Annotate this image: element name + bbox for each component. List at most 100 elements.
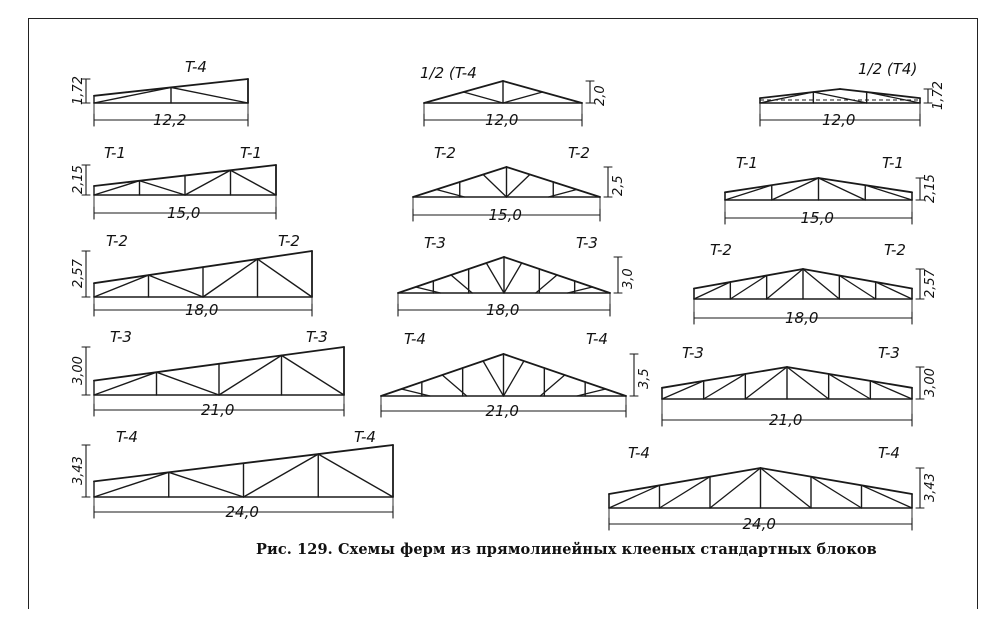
diagonal-member [759, 467, 812, 509]
truss-block-label: T-4 [628, 444, 650, 462]
diagonal-member [802, 268, 840, 300]
diagonal-member [786, 366, 830, 400]
diagonal-member [202, 258, 259, 298]
diagonal-member [400, 388, 431, 397]
span-dimension-label: 15,0 [167, 204, 200, 222]
top-chord [661, 366, 788, 389]
span-dimension-label: 18,0 [486, 301, 519, 319]
top-chord [693, 268, 804, 290]
diagonal-member [482, 360, 505, 397]
truss-block-label: T-1 [882, 154, 904, 172]
truss-block-label: T-4 [404, 330, 426, 348]
diagonal-member [138, 180, 186, 196]
diagonal-member [242, 453, 319, 498]
diagonal-member [709, 467, 762, 509]
diagonal-member [812, 91, 868, 104]
figure-caption: Рис. 129. Схемы ферм из прямолинейных кл… [256, 541, 877, 558]
height-dimension-label: 1,72 [71, 76, 86, 105]
diagonal-member [415, 286, 442, 294]
diagonal-member [502, 360, 525, 397]
diagonal-member [485, 262, 505, 294]
diagonal-member [535, 274, 558, 294]
diagonal-member [864, 184, 913, 201]
diagonal-member [280, 354, 345, 396]
diagonal-member [441, 374, 468, 397]
truss-block-label: T-3 [878, 344, 900, 362]
diagonal-member [866, 91, 921, 104]
diagonal-member [608, 484, 661, 509]
top-chord [608, 467, 762, 495]
truss-scheme-a2: 12,02,01/2 (T-4 [420, 64, 608, 129]
truss-scheme-a1: 12,21,72T-4 [71, 58, 249, 129]
height-dimension-label: 2,57 [923, 268, 938, 298]
diagonal-member [218, 354, 283, 396]
diagonal-member [317, 453, 394, 498]
truss-block-label: T-1 [240, 144, 262, 162]
truss-block-label: T-3 [682, 344, 704, 362]
diagonal-member [759, 91, 814, 104]
span-dimension-label: 18,0 [185, 301, 218, 319]
span-dimension-label: 15,0 [489, 206, 522, 224]
diagonal-member [93, 180, 141, 196]
height-dimension-label: 3,43 [923, 473, 938, 502]
diagonal-member [875, 281, 913, 300]
diagonal-member [817, 177, 866, 201]
diagonal-member [435, 188, 466, 198]
diagonal-member [658, 476, 711, 509]
diagonal-member [93, 274, 150, 298]
diagonal-member [256, 258, 313, 298]
height-dimension-label: 2,57 [71, 258, 86, 288]
truss-block-label: T-4 [354, 428, 376, 446]
span-dimension-label: 12,0 [822, 111, 855, 129]
height-dimension-label: 3,5 [637, 368, 652, 389]
height-dimension-label: 2,15 [923, 174, 938, 203]
truss-scheme-d2: 21,0 3,5 T-4 T-4 [380, 330, 652, 420]
diagonal-member [229, 169, 277, 196]
diagonal-member [155, 371, 220, 396]
height-dimension-label: 3,0 [621, 268, 636, 289]
truss-block-label: T-4 [185, 58, 207, 76]
diagonal-member [860, 484, 913, 509]
diagonal-member [462, 91, 504, 104]
truss-block-label: T-2 [884, 241, 906, 259]
truss-block-label: T-2 [106, 232, 128, 250]
height-dimension-label: 2,0 [593, 85, 608, 106]
height-dimension-label: 1,72 [931, 81, 946, 110]
top-chord [759, 467, 913, 495]
truss-block-label: T-2 [710, 241, 732, 259]
truss-block-label: T-4 [116, 428, 138, 446]
truss-block-label: T-3 [306, 328, 328, 346]
span-dimension-label: 24,0 [743, 515, 776, 533]
span-dimension-label: 24,0 [226, 503, 259, 521]
diagonal-member [147, 274, 204, 298]
diagonal-member [503, 262, 523, 294]
diagonal-member [93, 86, 172, 104]
truss-block-label: T-4 [586, 330, 608, 348]
truss-block-label: T-3 [576, 234, 598, 252]
span-dimension-label: 21,0 [486, 402, 519, 420]
span-dimension-label: 15,0 [801, 209, 834, 227]
height-dimension-label: 3,43 [71, 456, 86, 485]
truss-block-label: T-3 [110, 328, 132, 346]
height-dimension-label: 3,00 [923, 368, 938, 397]
diagonal-member [184, 169, 232, 196]
diagonal-member [505, 173, 531, 198]
diagonal-member [828, 373, 871, 400]
span-dimension-label: 12,0 [485, 111, 518, 129]
diagonal-member [744, 366, 788, 400]
diagonal-member [693, 281, 731, 300]
diagonal-member [566, 286, 593, 294]
top-chord [786, 366, 913, 389]
diagonal-member [724, 184, 773, 201]
truss-block-label: T-2 [568, 144, 590, 162]
